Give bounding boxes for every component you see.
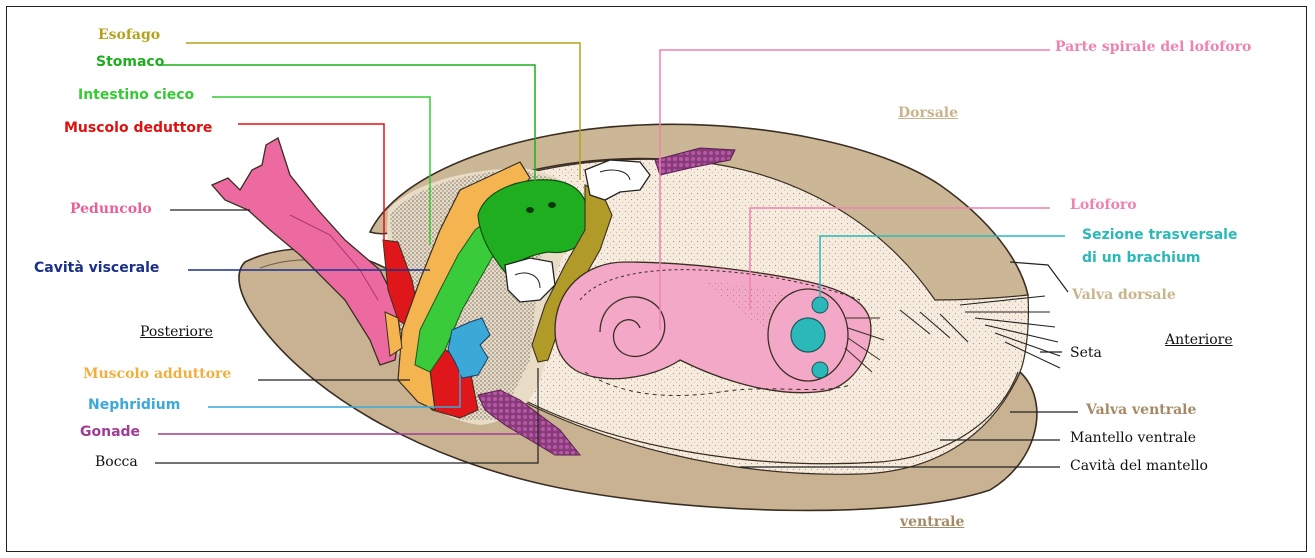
label-cavita-viscerale: Cavità viscerale [34, 261, 159, 275]
label-cavita-mantello: Cavità del mantello [1070, 459, 1208, 473]
label-esofago: Esofago [98, 28, 160, 42]
label-parte-spirale: Parte spirale del lofoforo [1055, 40, 1251, 54]
label-stomaco: Stomaco [96, 55, 164, 69]
label-intestino-cieco: Intestino cieco [78, 88, 194, 102]
label-dorsale: Dorsale [898, 106, 958, 120]
label-gonade: Gonade [80, 425, 140, 439]
label-mantello-ventrale: Mantello ventrale [1070, 431, 1196, 445]
label-nephridium: Nephridium [88, 398, 180, 412]
label-bocca: Bocca [95, 455, 138, 469]
label-muscolo-deduttore: Muscolo deduttore [64, 121, 212, 135]
label-valva-dorsale: Valva dorsale [1072, 288, 1176, 302]
label-posteriore: Posteriore [140, 325, 213, 339]
label-seta: Seta [1070, 346, 1102, 360]
label-valva-ventrale: Valva ventrale [1086, 403, 1196, 417]
label-sezione-1: Sezione trasversale [1082, 228, 1237, 242]
label-muscolo-adduttore: Muscolo adduttore [83, 367, 231, 381]
label-lofoforo: Lofoforo [1070, 198, 1137, 212]
label-sezione-2: di un brachium [1082, 251, 1201, 265]
label-ventrale: ventrale [900, 515, 964, 529]
label-anteriore: Anteriore [1165, 333, 1233, 347]
label-peduncolo: Peduncolo [70, 202, 152, 216]
